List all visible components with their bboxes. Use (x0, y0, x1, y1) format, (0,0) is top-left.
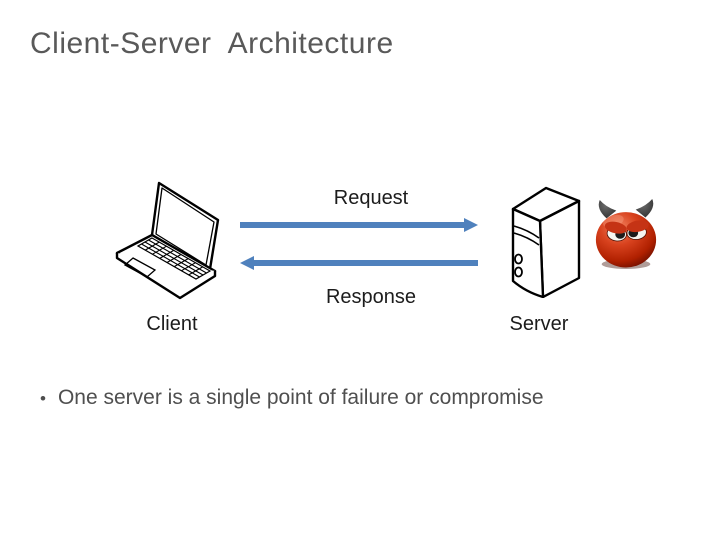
bullet-text: One server is a single point of failure … (57, 386, 544, 409)
server-label: Server (509, 313, 569, 335)
response-arrowhead-icon (240, 256, 254, 270)
request-arrow-body (240, 222, 464, 228)
response-label: Response (325, 286, 417, 308)
bullet-item: • One server is a single point of failur… (40, 386, 544, 412)
request-label: Request (333, 187, 409, 209)
request-arrow (240, 218, 478, 232)
bullet-marker: • (40, 389, 46, 408)
response-arrow (240, 256, 478, 270)
slide-title: Client-Server Architecture (30, 27, 394, 60)
request-arrowhead-icon (464, 218, 478, 232)
server-tower-icon (498, 181, 590, 298)
devil-icon (592, 196, 660, 270)
response-arrow-body (254, 260, 478, 266)
laptop-icon (106, 171, 234, 303)
client-label: Client (146, 313, 198, 335)
